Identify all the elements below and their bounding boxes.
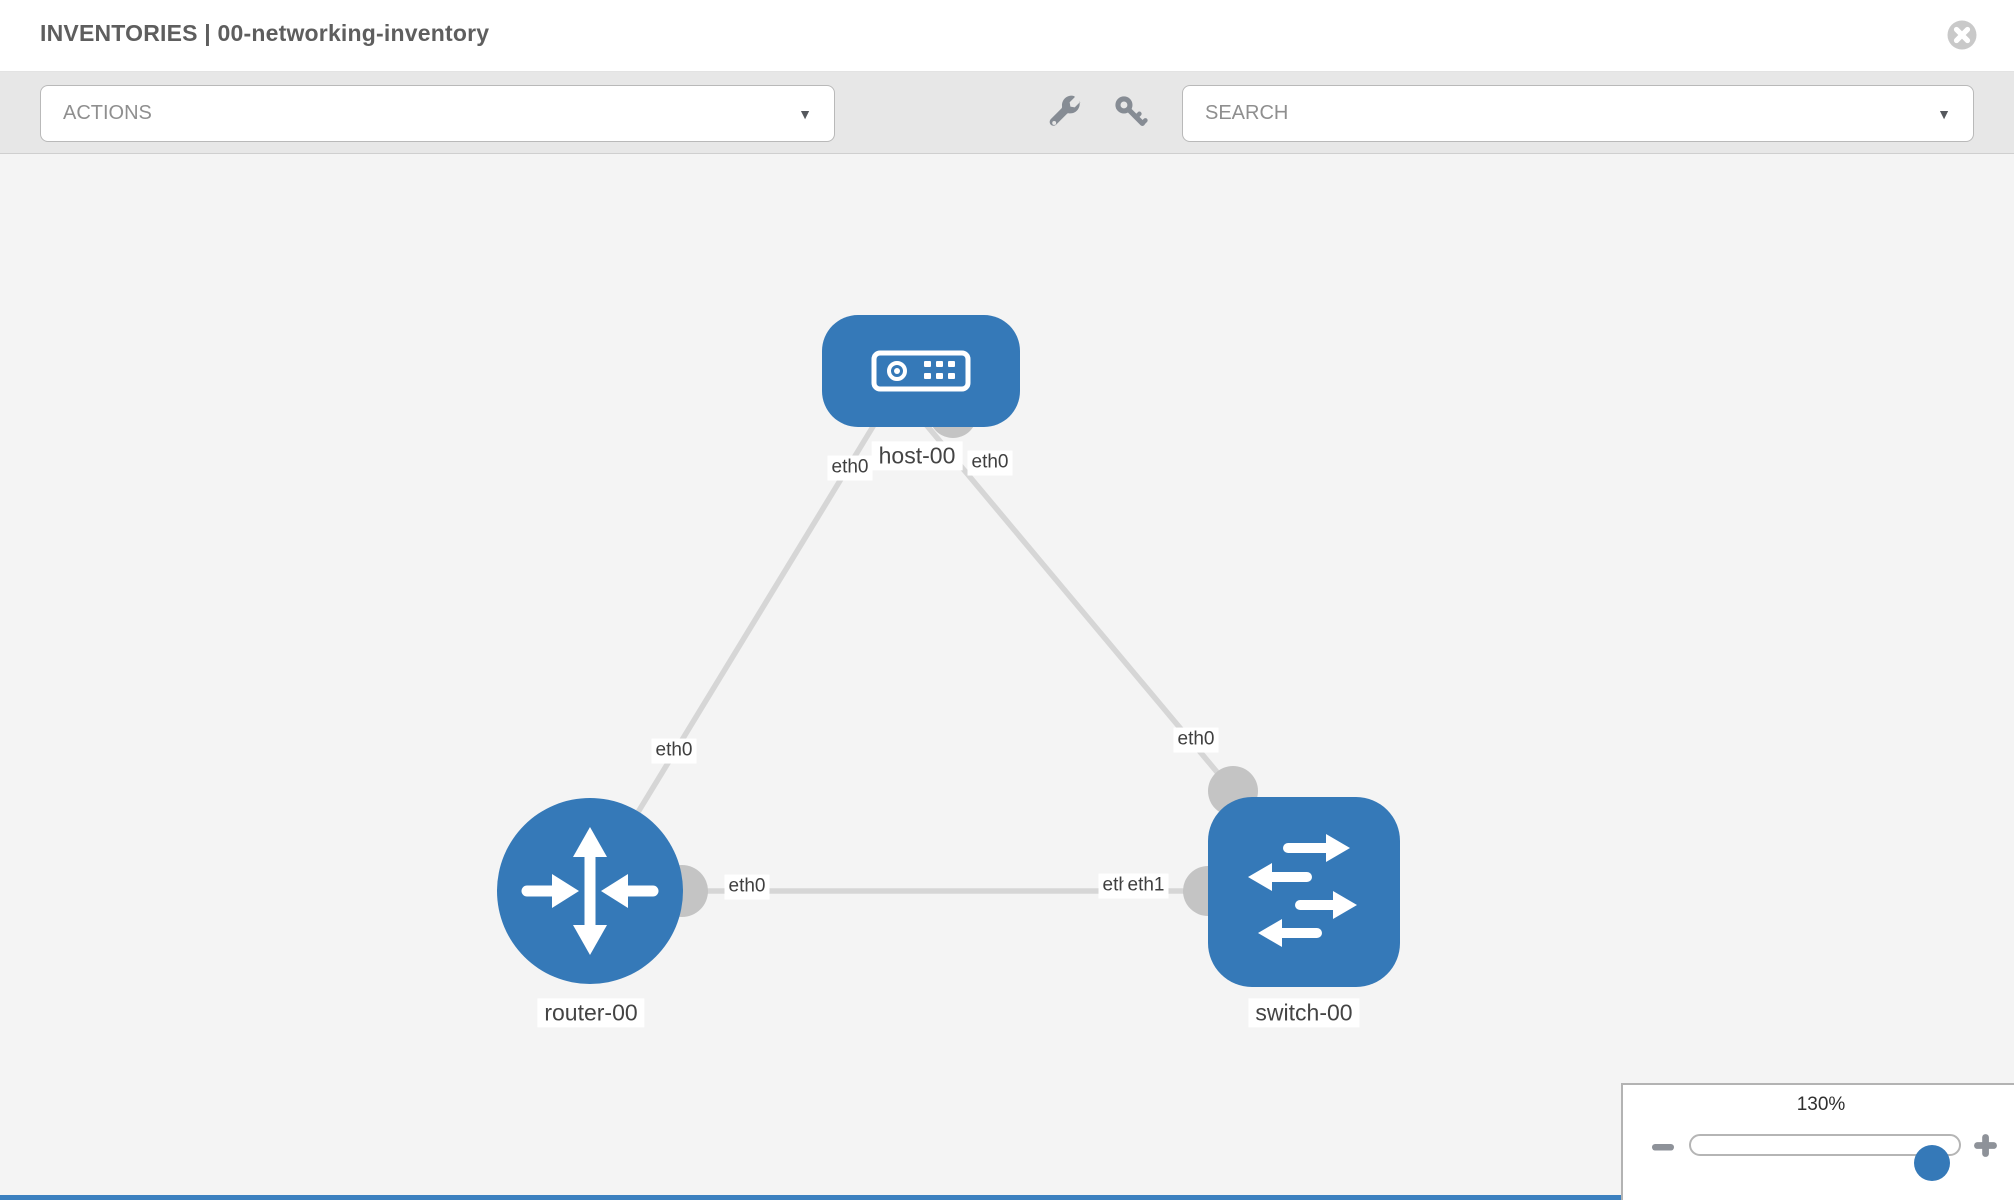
link-switch-host[interactable]: [915, 413, 1235, 792]
iface-label-host-right: eth0: [967, 450, 1013, 476]
iface-label-host-left: eth0: [827, 455, 873, 481]
toolbar: ACTIONS ▼ SEARCH ▼: [0, 72, 2014, 154]
close-button[interactable]: [1946, 19, 1978, 51]
router-icon: [521, 827, 659, 955]
caret-down-icon: ▼: [1937, 105, 1951, 122]
zoom-panel: 130%: [1621, 1083, 2014, 1200]
iface-label-router-to-switch: eth0: [724, 874, 770, 900]
zoom-level: 130%: [1796, 1094, 1846, 1115]
zoom-out-button[interactable]: [1649, 1134, 1677, 1162]
search-dropdown[interactable]: SEARCH ▼: [1182, 85, 1974, 142]
close-icon: [1947, 20, 1977, 50]
zoom-slider[interactable]: [1689, 1134, 1961, 1181]
plus-icon: [1973, 1134, 1997, 1157]
zoom-controls: [1623, 1116, 2014, 1186]
node-label-switch: switch-00: [1248, 998, 1360, 1028]
configure-button[interactable]: [1046, 94, 1084, 132]
iface-label-switch-to-host: eth0: [1173, 727, 1219, 753]
zoom-slider-thumb[interactable]: [1914, 1145, 1950, 1181]
node-switch-00[interactable]: [1208, 797, 1400, 987]
zoom-in-button[interactable]: [1971, 1132, 1999, 1160]
key-icon: [1115, 96, 1148, 126]
iface-label-switch-over: eth1: [1123, 873, 1169, 899]
header: INVENTORIES | 00-networking-inventory: [0, 0, 2014, 72]
credentials-button[interactable]: [1112, 94, 1150, 132]
switch-icon: [1248, 834, 1357, 947]
bottom-panel-edge: [0, 1195, 1621, 1200]
page-title: INVENTORIES | 00-networking-inventory: [40, 20, 490, 46]
node-host-00[interactable]: [822, 315, 1020, 427]
actions-dropdown-label: ACTIONS: [63, 102, 152, 124]
host-icon: [871, 350, 971, 392]
wrench-icon: [1049, 95, 1081, 126]
minus-icon: [1652, 1144, 1674, 1151]
node-label-host: host-00: [871, 441, 963, 471]
caret-down-icon: ▼: [798, 105, 812, 122]
node-router-00[interactable]: [497, 798, 683, 984]
actions-dropdown[interactable]: ACTIONS ▼: [40, 85, 835, 142]
search-dropdown-label: SEARCH: [1205, 102, 1289, 124]
links: [587, 413, 1304, 894]
iface-label-router-to-host: eth0: [651, 738, 697, 764]
node-label-router: router-00: [537, 998, 645, 1028]
